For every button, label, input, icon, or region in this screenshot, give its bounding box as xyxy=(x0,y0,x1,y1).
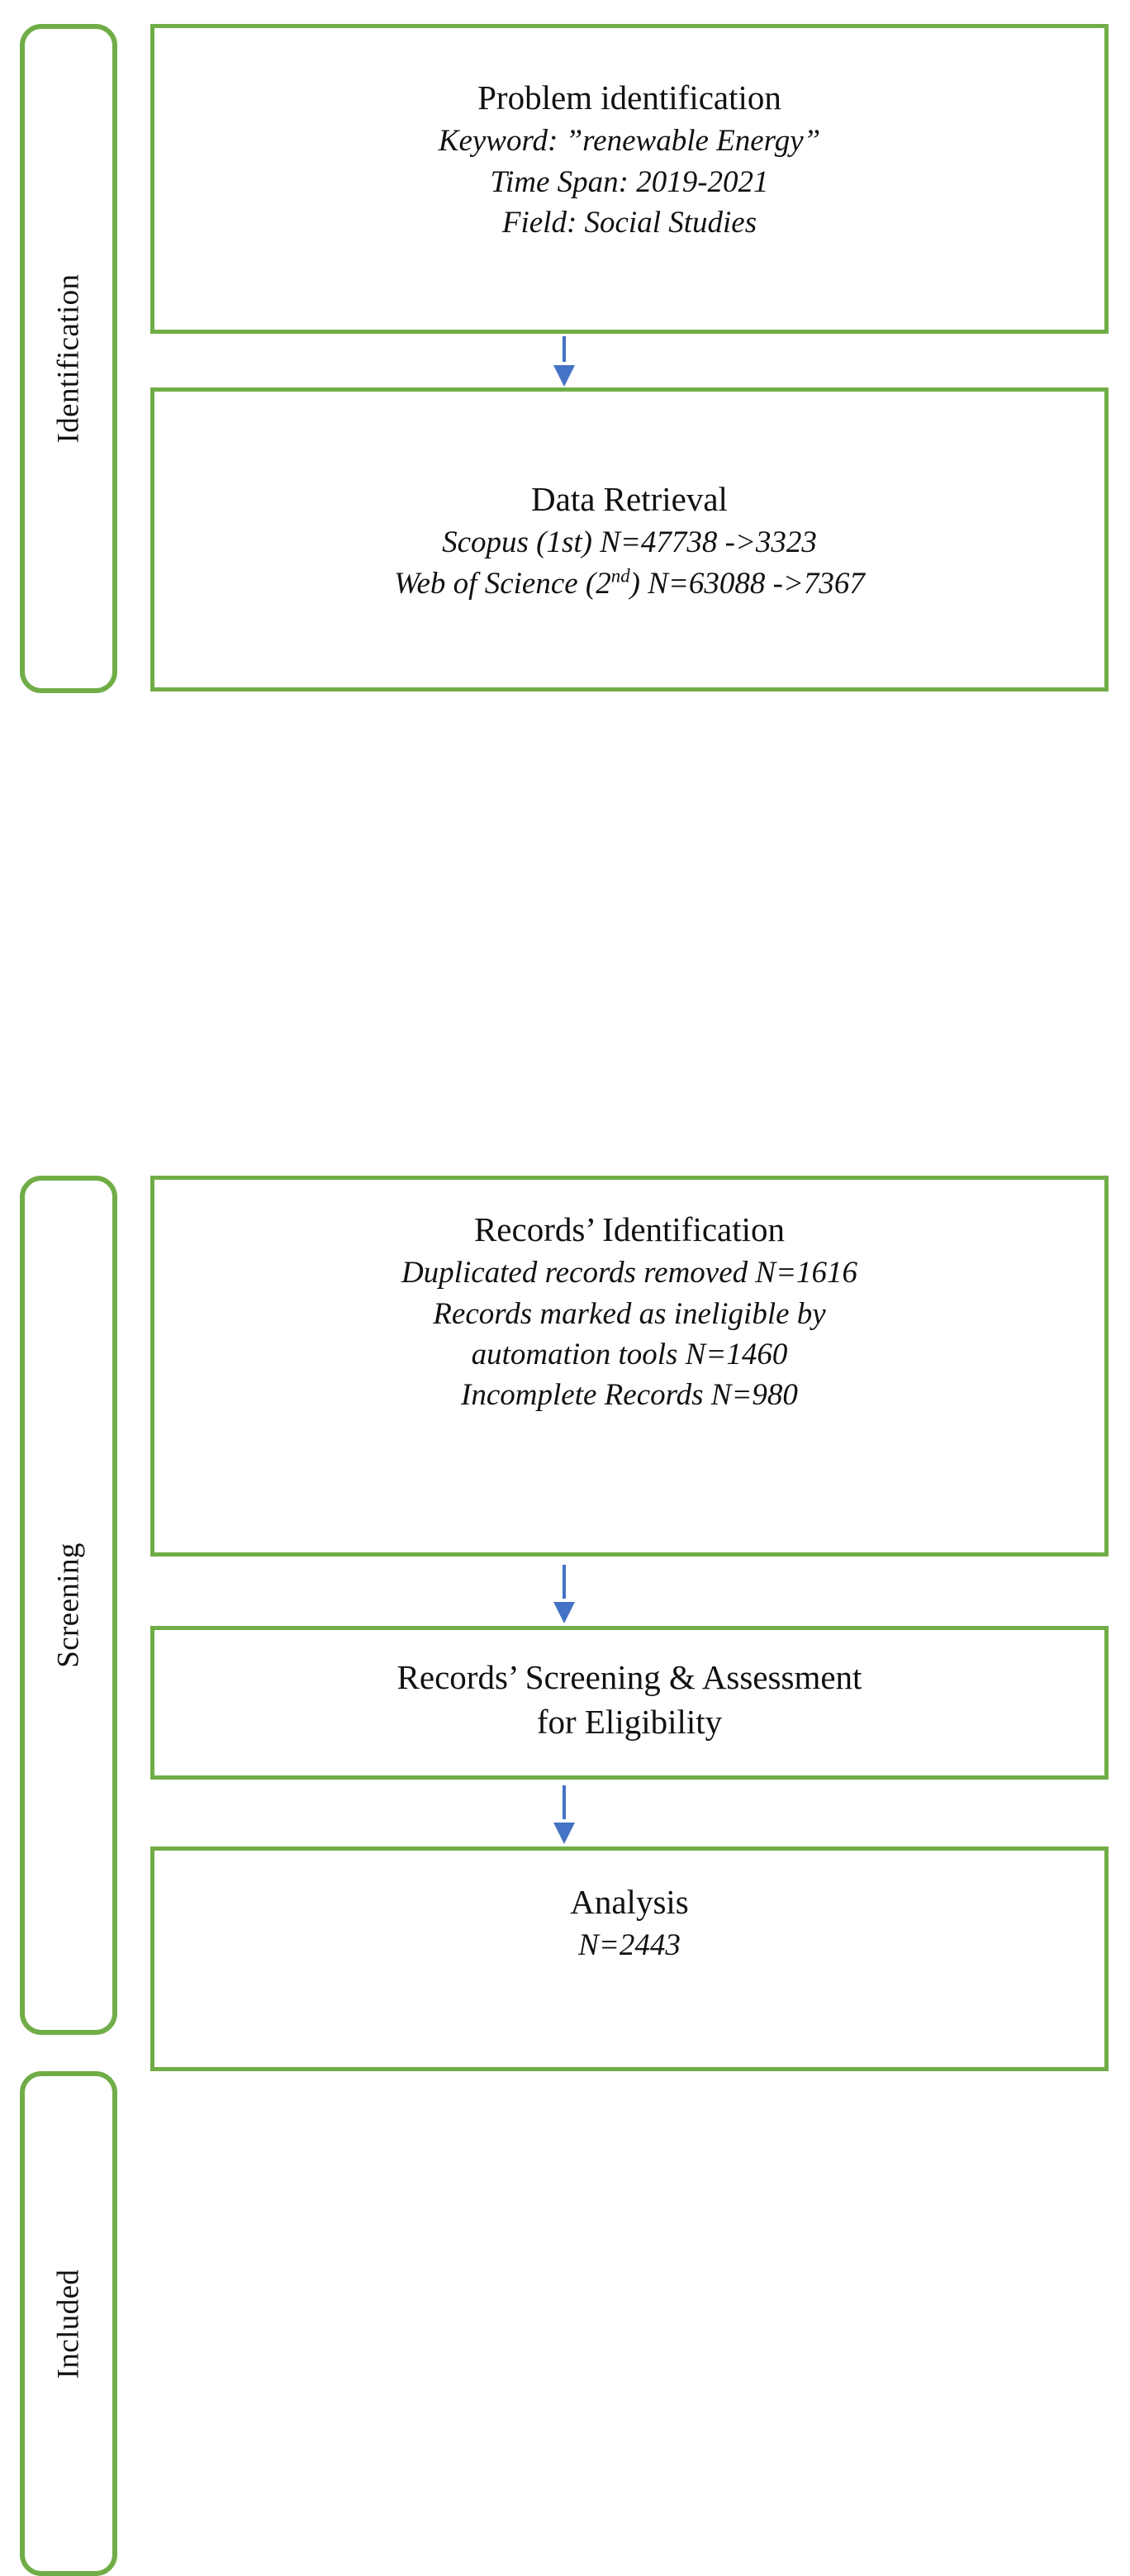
flow-diagram-canvas: Identification Screening Included Proble… xyxy=(20,24,1109,2576)
stage-bracket-identification: Identification xyxy=(20,24,117,693)
arrow-identification-to-retrieval xyxy=(548,336,581,387)
arrow-screening-to-analysis xyxy=(548,1785,581,1844)
stage-bracket-included: Included xyxy=(20,2071,117,2576)
stage-label-screening: Screening xyxy=(51,1542,86,1668)
stage-bracket-screening: Screening xyxy=(20,1176,117,2035)
box-problem-identification-keyword: Keyword: ”renewable Energy” xyxy=(438,124,821,159)
box-problem-identification-title: Problem identification xyxy=(477,78,781,116)
box-records-identification-incomplete: Incomplete Records N=980 xyxy=(461,1378,798,1413)
box-data-retrieval-title: Data Retrieval xyxy=(531,480,728,518)
wos-label-prefix: Web of Science (2 xyxy=(394,566,611,601)
box-records-screening-assessment-line-2: for Eligibility xyxy=(536,1703,723,1741)
box-analysis: Analysis N=2443 xyxy=(150,1846,1109,2071)
box-records-identification-ineligible-1: Records marked as ineligible by xyxy=(433,1296,826,1331)
box-records-screening-assessment-line-1: Records’ Screening & Assessment xyxy=(396,1657,862,1696)
stage-label-identification: Identification xyxy=(51,273,86,444)
box-data-retrieval-scopus: Scopus (1st) N=47738 ->3323 xyxy=(442,525,817,560)
wos-label-suffix: ) N=63088 ->7367 xyxy=(629,566,865,601)
box-records-identification-ineligible-2: automation tools N=1460 xyxy=(471,1337,788,1371)
stage-label-included: Included xyxy=(51,2269,86,2379)
box-records-screening-assessment: Records’ Screening & Assessment for Elig… xyxy=(150,1626,1109,1780)
box-analysis-title: Analysis xyxy=(570,1883,689,1921)
box-problem-identification-field: Field: Social Studies xyxy=(501,205,757,240)
box-analysis-count: N=2443 xyxy=(578,1928,681,1963)
wos-ordinal-superscript: nd xyxy=(610,565,630,587)
box-problem-identification: Problem identification Keyword: ”renewab… xyxy=(150,24,1109,334)
arrow-records-to-screening xyxy=(548,1565,581,1623)
box-problem-identification-timespan: Time Span: 2019-2021 xyxy=(490,164,769,199)
box-records-identification: Records’ Identification Duplicated recor… xyxy=(150,1176,1109,1557)
box-records-identification-title: Records’ Identification xyxy=(473,1210,786,1248)
box-data-retrieval: Data Retrieval Scopus (1st) N=47738 ->33… xyxy=(150,387,1109,692)
box-records-identification-duplicates: Duplicated records removed N=1616 xyxy=(401,1256,858,1290)
box-data-retrieval-wos: Web of Science (2nd) N=63088 ->7367 xyxy=(394,563,865,604)
